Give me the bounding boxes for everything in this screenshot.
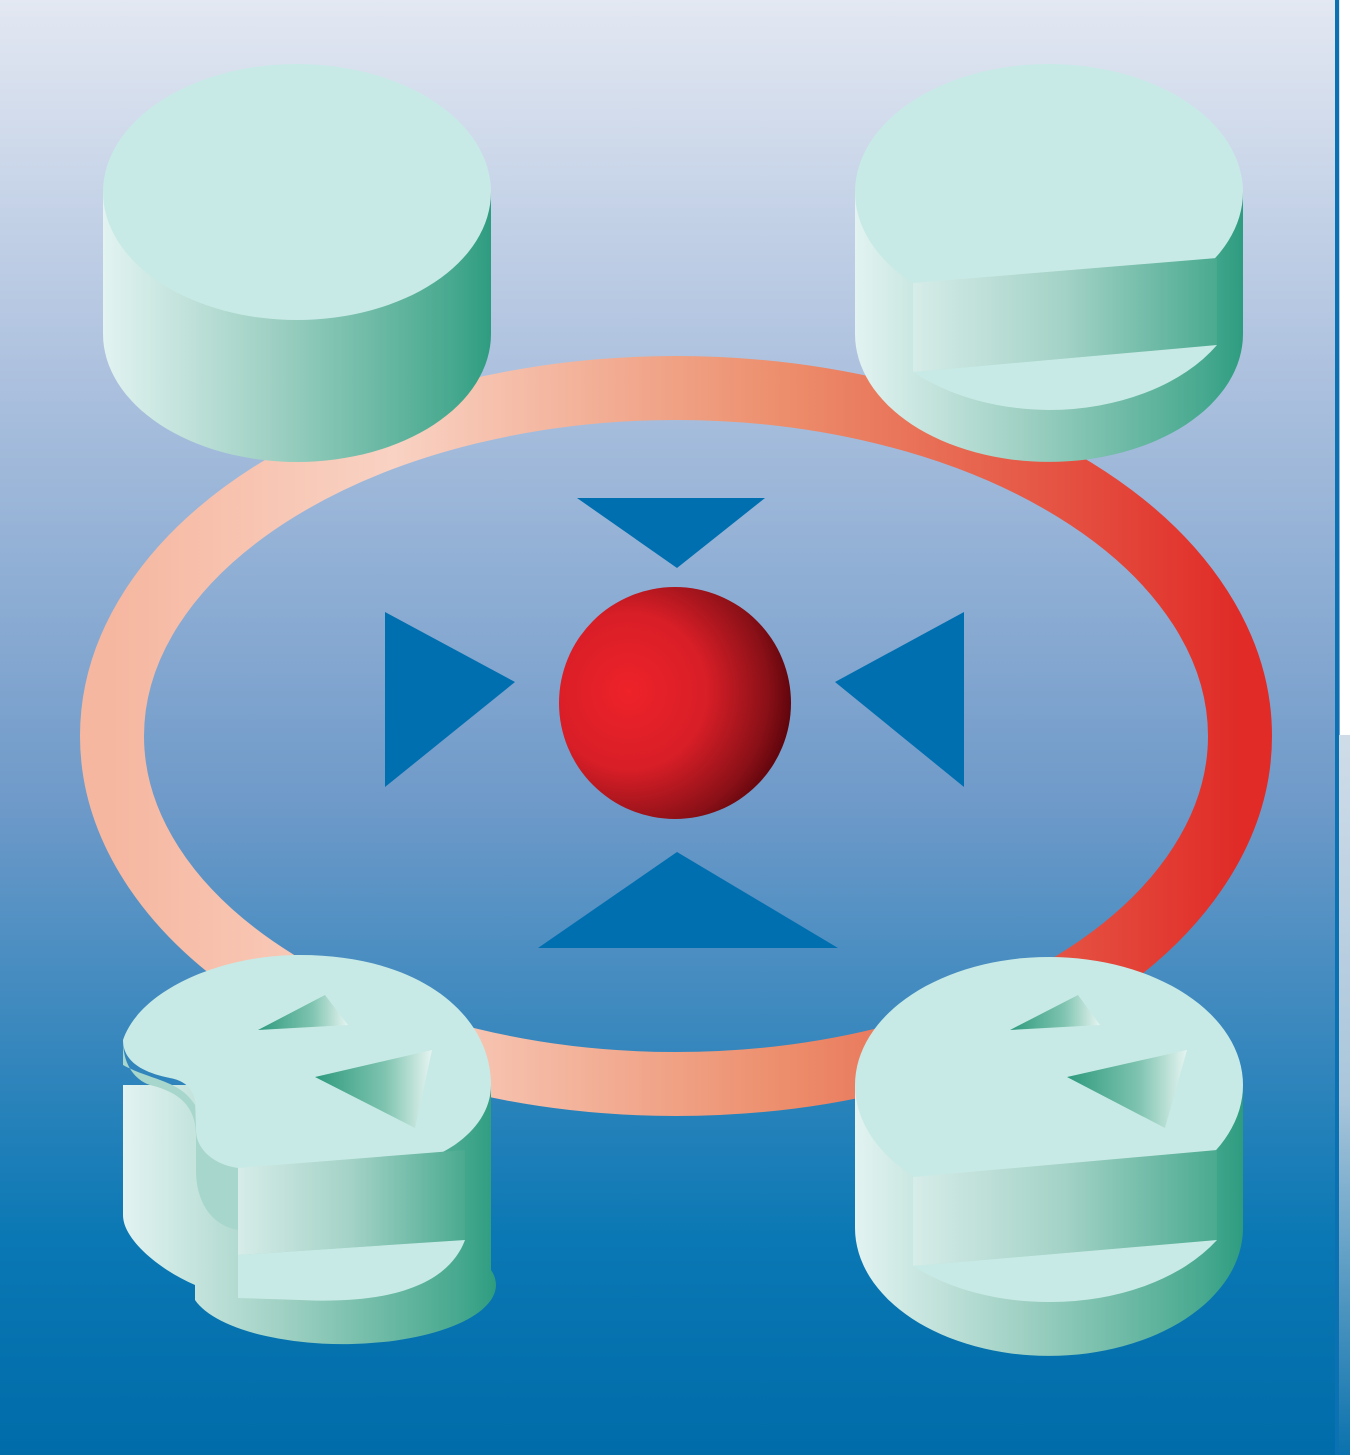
right-border-line [1335, 0, 1339, 1455]
node-top-left [103, 64, 491, 462]
center-sphere [559, 587, 791, 819]
right-edge-strip [1338, 735, 1350, 1455]
cylinder-top [103, 64, 491, 320]
node-top-right [855, 64, 1243, 462]
node-bottom-right [855, 957, 1243, 1356]
notch-wall [238, 1150, 465, 1255]
